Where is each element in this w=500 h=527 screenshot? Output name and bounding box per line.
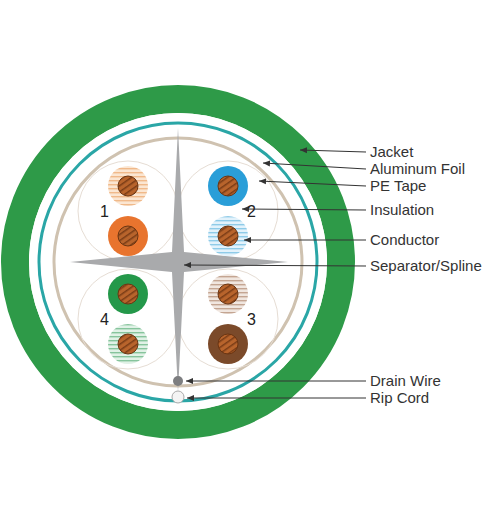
part-label: Separator/Spline xyxy=(370,257,482,274)
part-label: Conductor xyxy=(370,231,439,248)
pair-number: 1 xyxy=(100,203,109,221)
part-label: Jacket xyxy=(370,143,413,160)
jacket xyxy=(15,99,341,425)
drain-wire xyxy=(173,376,183,386)
pair-number: 3 xyxy=(247,311,256,329)
leader-lines xyxy=(184,150,366,398)
part-label: Rip Cord xyxy=(370,389,429,406)
aluminum-foil xyxy=(39,123,317,401)
jacket-inner xyxy=(29,113,327,411)
pair-number: 2 xyxy=(247,203,256,221)
separator-spline xyxy=(70,128,288,392)
pair-number: 4 xyxy=(100,311,109,329)
rip-cord xyxy=(172,391,184,403)
part-label: Insulation xyxy=(370,201,434,218)
part-label: Aluminum Foil xyxy=(370,160,465,177)
part-label: Drain Wire xyxy=(370,372,441,389)
part-label: PE Tape xyxy=(370,177,426,194)
